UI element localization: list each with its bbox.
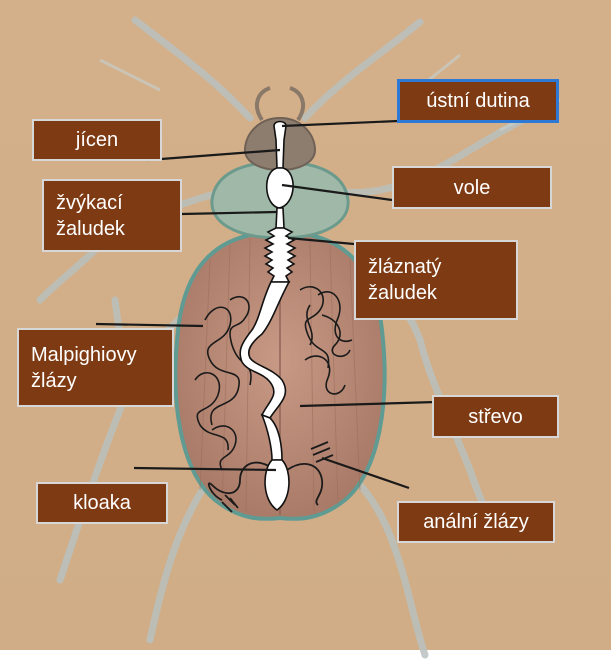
label-kloaka[interactable]: kloaka bbox=[36, 482, 168, 524]
label-vole[interactable]: vole bbox=[392, 166, 552, 209]
label-zlaznaty-zaludek-text: žláznatý žaludek bbox=[368, 254, 441, 306]
label-strevo-text: střevo bbox=[468, 404, 522, 430]
label-strevo[interactable]: střevo bbox=[432, 395, 559, 438]
label-analni-zlazy[interactable]: anální žlázy bbox=[397, 501, 555, 543]
label-zlaznaty-zaludek[interactable]: žláznatý žaludek bbox=[354, 240, 518, 320]
label-malpighiovy-zlazy[interactable]: Malpighiovy žlázy bbox=[17, 328, 174, 407]
label-jicen-text: jícen bbox=[76, 127, 118, 153]
label-jicen[interactable]: jícen bbox=[32, 119, 162, 161]
label-vole-text: vole bbox=[454, 175, 491, 201]
label-analni-zlazy-text: anální žlázy bbox=[423, 509, 529, 535]
label-ustni-dutina[interactable]: ústní dutina bbox=[397, 79, 559, 123]
label-zvykaci-zaludek-text: žvýkací žaludek bbox=[56, 190, 125, 242]
label-malpighiovy-zlazy-text: Malpighiovy žlázy bbox=[31, 342, 137, 394]
label-zvykaci-zaludek[interactable]: žvýkací žaludek bbox=[42, 179, 182, 252]
label-ustni-dutina-text: ústní dutina bbox=[426, 88, 529, 114]
label-kloaka-text: kloaka bbox=[73, 490, 131, 516]
